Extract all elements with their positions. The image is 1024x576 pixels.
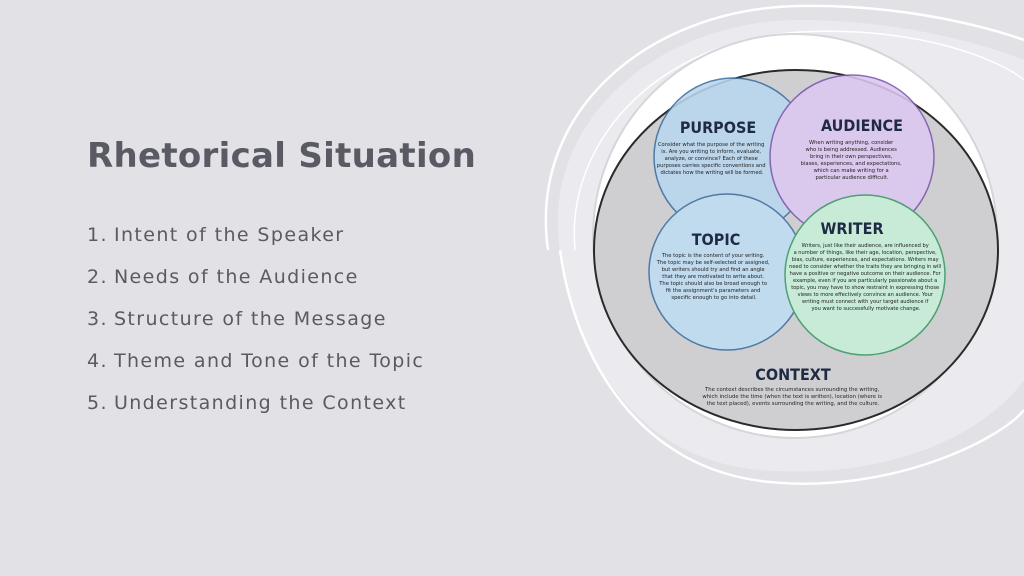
context-title: CONTEXT [755,365,831,384]
list-text: Structure of the Message [113,308,387,330]
list-item: 2.Needs of the Audience [87,264,430,306]
list-item: 5.Understanding the Context [87,390,430,432]
list-text: Intent of the Speaker [113,224,345,246]
slide-title: Rhetorical Situation [87,136,477,176]
list-number: 5. [87,392,108,414]
list-item: 1.Intent of the Speaker [87,222,430,264]
writer-title: WRITER [820,219,883,238]
list-text: Theme and Tone of the Topic [113,350,425,372]
purpose-title: PURPOSE [680,118,756,137]
list-text: Needs of the Audience [113,266,359,288]
list-number: 1. [87,224,108,246]
list-number: 4. [87,350,108,372]
topic-title: TOPIC [692,230,741,249]
list-text: Understanding the Context [113,392,407,414]
audience-title: AUDIENCE [821,116,903,135]
audience-body: When writing anything, consider who is b… [801,140,904,181]
list-item: 3.Structure of the Message [87,306,430,348]
topic-body: The topic is the content of your writing… [656,253,771,301]
list-number: 3. [87,308,108,330]
purpose-body: Consider what the purpose of the writing… [657,142,767,176]
writer-body: Writers, just like their audience, are i… [789,243,943,312]
point-list: 1.Intent of the Speaker 2.Needs of the A… [87,222,430,432]
context-body: The context describes the circumstances … [702,387,883,407]
list-number: 2. [87,266,108,288]
list-item: 4.Theme and Tone of the Topic [87,348,430,390]
writer-circle [784,194,946,356]
